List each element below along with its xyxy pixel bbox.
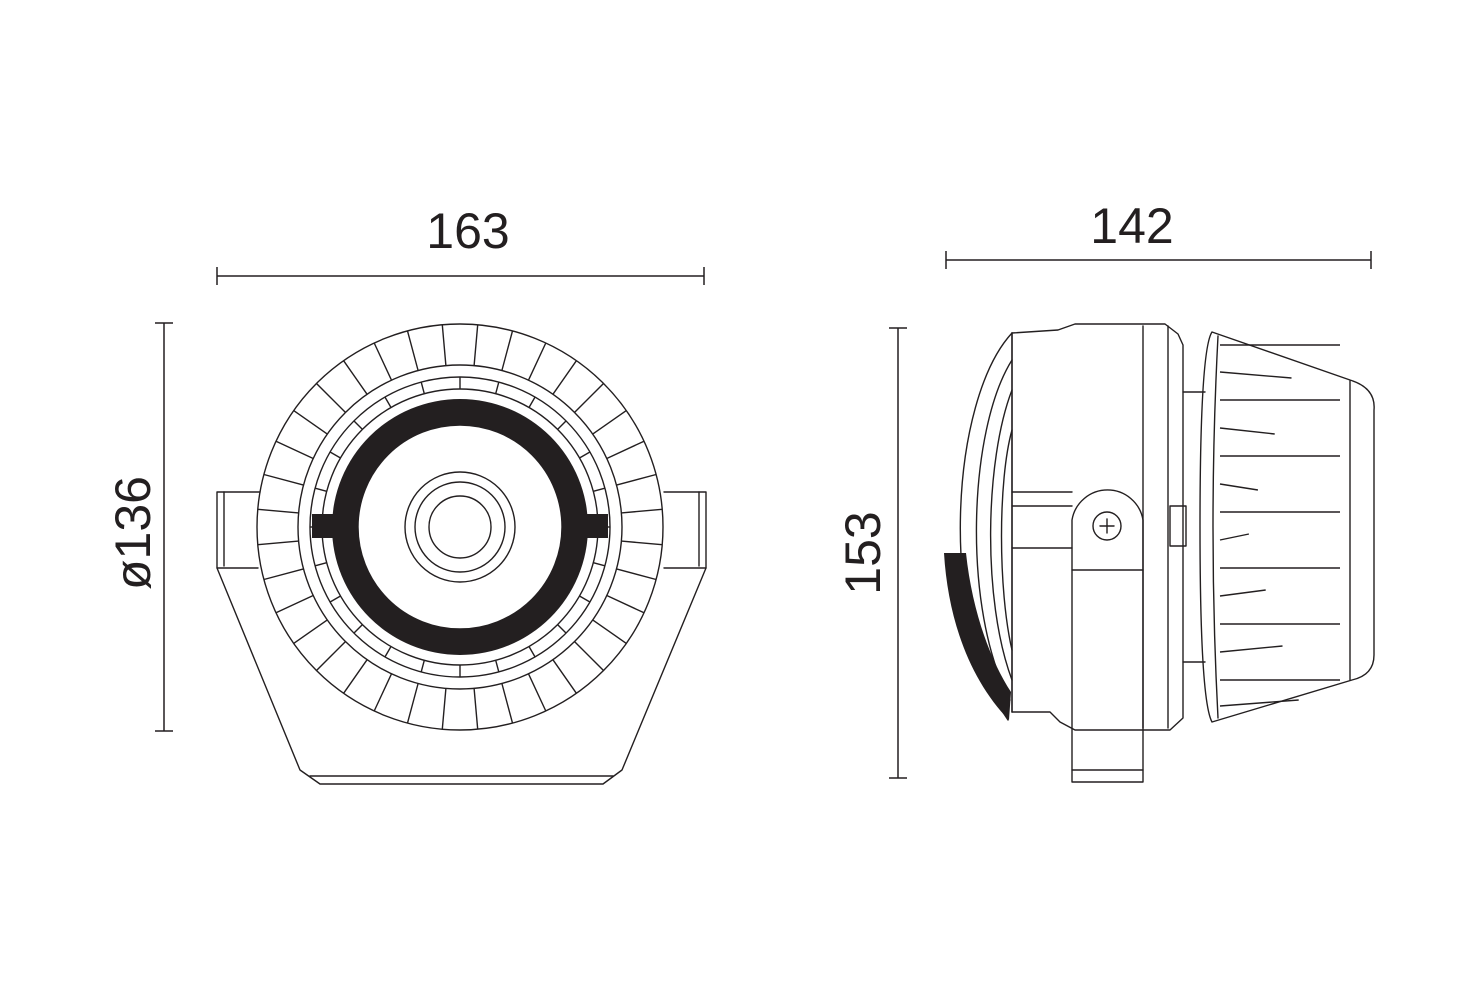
heatsink-fin-inner	[557, 420, 567, 430]
heatsink-fin-inner	[557, 624, 567, 634]
front-diameter-dimension: ø136	[105, 322, 173, 732]
heatsink-fin	[552, 659, 577, 694]
heatsink-fin-inner	[314, 487, 327, 492]
side-yoke	[1071, 489, 1144, 783]
heatsink-fin	[441, 688, 447, 730]
heatsink-fin	[473, 688, 479, 730]
heatsink-fin	[616, 473, 657, 486]
heatsink-fin	[473, 324, 479, 366]
heatsink-fin	[263, 473, 304, 486]
heatsink-fin	[527, 342, 547, 381]
side-housing	[1011, 323, 1184, 731]
heatsink-fin	[257, 508, 299, 514]
heatsink-fin	[257, 540, 299, 546]
heatsink-fin-inner	[593, 487, 606, 492]
heatsink-fin	[527, 673, 547, 712]
heatsink-fin	[574, 641, 604, 671]
front-width-dimension: 163	[216, 203, 705, 285]
front-diameter-label: ø136	[105, 476, 161, 590]
heatsink-fin	[606, 440, 645, 460]
heatsink-fin-inner	[420, 381, 425, 394]
heatsink-fin	[263, 568, 304, 581]
heatsink-fin-inner	[329, 451, 341, 459]
side-lens-dome	[944, 332, 1013, 721]
heatsink-fin-inner	[384, 396, 392, 408]
heatsink-fin	[621, 508, 663, 514]
front-width-label: 163	[426, 203, 509, 259]
heatsink-fin	[621, 540, 663, 546]
side-height-dimension: 153	[835, 327, 907, 779]
side-view: 142 153	[835, 198, 1375, 783]
heatsink-fin-inner	[495, 381, 500, 394]
heatsink-fin	[275, 440, 314, 460]
heatsink-fin	[1219, 533, 1250, 541]
heatsink-fin-inner	[353, 420, 363, 430]
heatsink-fin	[316, 641, 346, 671]
heatsink-fin-inner	[329, 595, 341, 603]
heatsink-fin-inner	[593, 562, 606, 567]
heatsink-fin	[592, 619, 627, 644]
heatsink-fin	[373, 342, 393, 381]
front-bracket	[216, 491, 707, 785]
heatsink-fin	[574, 383, 604, 413]
heatsink-fin	[552, 360, 577, 395]
heatsink-fin-inner	[528, 396, 536, 408]
heatsink-fin-inner	[528, 646, 536, 658]
heatsink-fin-inner	[579, 595, 591, 603]
heatsink-fin	[1219, 645, 1283, 653]
front-heatsink-fins	[257, 324, 663, 730]
heatsink-fin	[606, 594, 645, 614]
heatsink-fin	[1219, 483, 1259, 491]
side-rear-heatsink-fins	[1219, 344, 1340, 707]
heatsink-fin	[293, 619, 328, 644]
heatsink-fin	[1219, 427, 1275, 435]
heatsink-fin	[316, 383, 346, 413]
front-lens	[312, 399, 608, 655]
heatsink-fin-inner	[353, 624, 363, 634]
heatsink-fin-inner	[579, 451, 591, 459]
heatsink-fin-inner	[384, 646, 392, 658]
heatsink-fin	[616, 568, 657, 581]
side-depth-label: 142	[1090, 198, 1173, 254]
heatsink-fin-inner	[314, 562, 327, 567]
heatsink-fin-inner	[420, 660, 425, 673]
heatsink-fin	[592, 410, 627, 435]
side-connector	[1169, 391, 1206, 663]
heatsink-fin	[501, 330, 514, 371]
heatsink-fin	[406, 330, 419, 371]
heatsink-fin	[343, 360, 368, 395]
heatsink-fin-inner	[495, 660, 500, 673]
heatsink-fin	[1219, 371, 1292, 379]
heatsink-fin	[1219, 589, 1266, 597]
heatsink-fin	[275, 594, 314, 614]
heatsink-fin	[373, 673, 393, 712]
heatsink-fin	[293, 410, 328, 435]
heatsink-fin	[406, 683, 419, 724]
side-rear-heatsink	[1199, 331, 1375, 723]
side-depth-dimension: 142	[945, 198, 1372, 269]
heatsink-fin	[501, 683, 514, 724]
front-view: 163 ø136	[105, 203, 707, 785]
heatsink-fin	[441, 324, 447, 366]
heatsink-fin	[343, 659, 368, 694]
side-height-label: 153	[835, 511, 891, 594]
heatsink-fin	[1219, 699, 1299, 707]
